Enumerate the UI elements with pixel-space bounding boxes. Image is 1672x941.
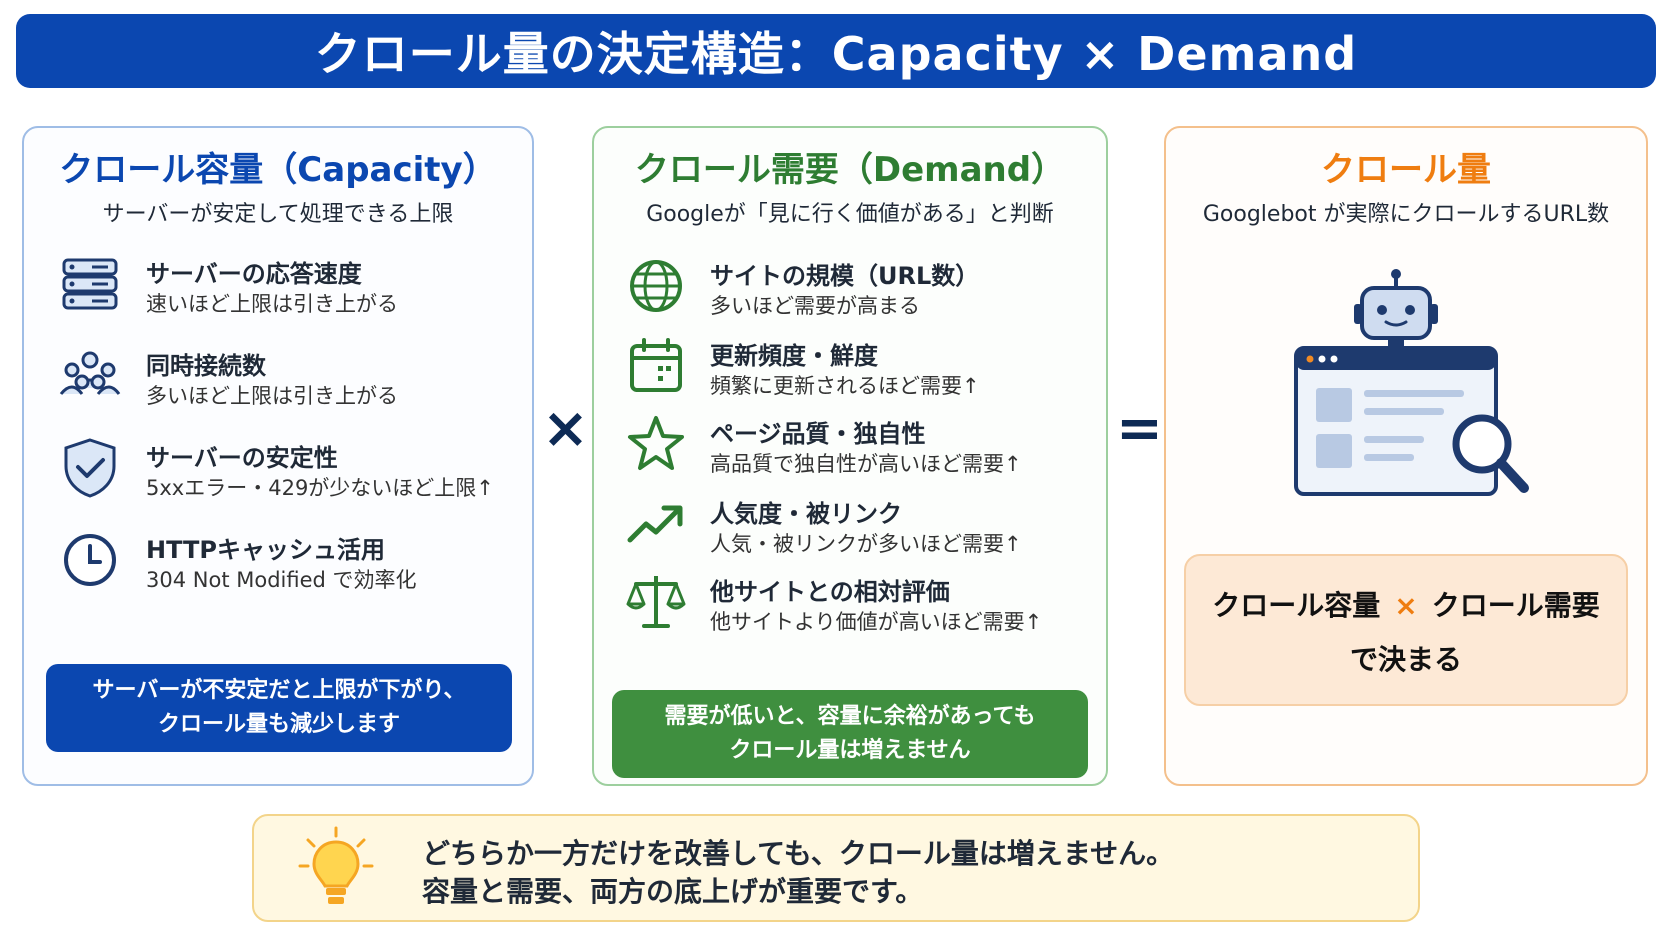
capacity-item-title: HTTPキャッシュ活用: [146, 536, 385, 564]
title-banner: クロール量の決定構造：Capacity × Demand: [16, 14, 1656, 88]
capacity-note-line2: クロール量も減少します: [157, 712, 400, 737]
demand-item: 人気度・被リンク 人気・被リンクが多いほど需要↑: [594, 492, 1106, 572]
demand-item-title: 更新頻度・鮮度: [710, 342, 878, 370]
result-panel: クロール量 Googlebot が実際にクロールするURL数: [1164, 126, 1648, 786]
formula-left: クロール容量: [1212, 589, 1381, 622]
demand-item: サイトの規模（URL数） 多いほど需要が高まる: [594, 254, 1106, 334]
demand-note-line2: クロール量は増えません: [729, 738, 971, 763]
capacity-item: サーバーの応答速度 速いほど上限は引き上がる: [24, 252, 532, 332]
demand-item-desc: 多いほど需要が高まる: [710, 294, 920, 318]
trending-up-icon: [624, 492, 688, 556]
capacity-item-desc: 速いほど上限は引き上がる: [146, 292, 398, 316]
capacity-title: クロール容量（Capacity）: [59, 150, 497, 190]
demand-item-title: ページ品質・独自性: [710, 420, 926, 448]
demand-item-desc: 人気・被リンクが多いほど需要↑: [710, 532, 1022, 556]
formula-conclusion: で決まる: [1349, 643, 1462, 676]
demand-item-title: サイトの規模（URL数）: [710, 262, 980, 290]
demand-item-desc: 他サイトより価値が高いほど需要↑: [710, 610, 1043, 634]
capacity-item: 同時接続数 多いほど上限は引き上がる: [24, 344, 532, 424]
lightbulb-icon: [298, 826, 374, 920]
demand-title: クロール需要（Demand）: [634, 150, 1066, 190]
capacity-item-title: サーバーの安定性: [146, 444, 338, 472]
equals-operator: =: [1116, 396, 1163, 461]
users-icon: [58, 344, 122, 408]
demand-item: ページ品質・独自性 高品質で独自性が高いほど需要↑: [594, 412, 1106, 492]
globe-icon: [624, 254, 688, 318]
result-title: クロール量: [1321, 150, 1491, 190]
formula-right: クロール需要: [1431, 589, 1600, 622]
tip-line2: 容量と需要、両方の底上げが重要です。: [422, 875, 924, 908]
star-icon: [624, 412, 688, 476]
robot-browser-magnifier-icon: [1292, 266, 1542, 510]
result-formula-box: クロール容量 × クロール需要 で決まる: [1184, 554, 1628, 706]
demand-note: 需要が低いと、容量に余裕があっても クロール量は増えません: [612, 690, 1088, 778]
capacity-subtitle: サーバーが安定して処理できる上限: [102, 202, 454, 227]
capacity-item-desc: 5xxエラー・429が少ないほど上限↑: [146, 476, 494, 500]
demand-item-desc: 頻繁に更新されるほど需要↑: [710, 374, 980, 398]
clock-icon: [58, 528, 122, 592]
capacity-note-line1: サーバーが不安定だと上限が下がり、: [92, 678, 466, 703]
formula-operator: ×: [1394, 589, 1418, 622]
capacity-panel: クロール容量（Capacity） サーバーが安定して処理できる上限 サーバーの応…: [22, 126, 534, 786]
result-formula: クロール容量 × クロール需要: [1186, 584, 1626, 624]
demand-note-line1: 需要が低いと、容量に余裕があっても: [664, 704, 1036, 729]
demand-item: 他サイトとの相対評価 他サイトより価値が高いほど需要↑: [594, 570, 1106, 650]
server-icon: [58, 252, 122, 316]
result-subtitle: Googlebot が実際にクロールするURL数: [1202, 202, 1610, 227]
tip-line1: どちらか一方だけを改善しても、クロール量は増えません。: [422, 837, 1175, 870]
demand-item-title: 人気度・被リンク: [710, 500, 902, 528]
capacity-item: サーバーの安定性 5xxエラー・429が少ないほど上限↑: [24, 436, 532, 516]
capacity-item: HTTPキャッシュ活用 304 Not Modified で効率化: [24, 528, 532, 608]
calendar-icon: [624, 334, 688, 398]
page-title: クロール量の決定構造：Capacity × Demand: [314, 27, 1358, 81]
capacity-item-title: サーバーの応答速度: [146, 260, 362, 288]
shield-check-icon: [58, 436, 122, 500]
demand-item-desc: 高品質で独自性が高いほど需要↑: [710, 452, 1022, 476]
bottom-tip: どちらか一方だけを改善しても、クロール量は増えません。 容量と需要、両方の底上げ…: [252, 814, 1420, 922]
demand-panel: クロール需要（Demand） Googleが「見に行く価値がある」と判断 サイト…: [592, 126, 1108, 786]
capacity-item-desc: 多いほど上限は引き上がる: [146, 384, 398, 408]
capacity-item-desc: 304 Not Modified で効率化: [146, 568, 417, 592]
scale-icon: [624, 570, 688, 634]
demand-item: 更新頻度・鮮度 頻繁に更新されるほど需要↑: [594, 334, 1106, 414]
capacity-item-title: 同時接続数: [146, 352, 266, 380]
demand-subtitle: Googleが「見に行く価値がある」と判断: [646, 202, 1054, 227]
capacity-note: サーバーが不安定だと上限が下がり、 クロール量も減少します: [46, 664, 512, 752]
demand-item-title: 他サイトとの相対評価: [710, 578, 950, 606]
multiply-operator: ×: [542, 396, 589, 461]
